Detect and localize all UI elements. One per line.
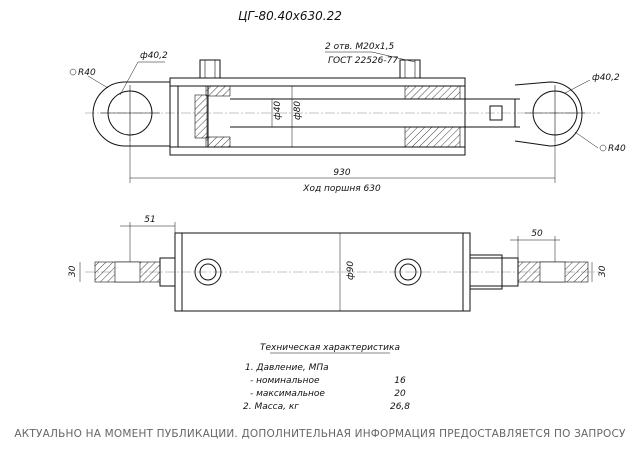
spec-row-value: 26,8 (390, 402, 410, 412)
piston-rod (464, 98, 516, 128)
bore-dia-label: ф80 (293, 101, 303, 120)
dim-left-label: 51 (144, 215, 155, 225)
right-eye-radius-label: R40 (608, 144, 626, 154)
specs-heading: Техническая характеристика (260, 343, 400, 353)
spec-row-label: 2. Масса, кг (243, 402, 299, 412)
port-note-2: ГОСТ 22526-77 (328, 56, 398, 66)
drawing-title: ЦГ-80.40х630.22 (238, 9, 342, 23)
specs-table: Техническая характеристика 1. Давление, … (243, 343, 410, 412)
dim-right-label: 50 (531, 229, 543, 239)
spec-row-label: - номинальное (250, 376, 320, 386)
top-view: ф40,2 R40 ф40,2 R40 2 отв. М20х1,5 ГОСТ … (69, 42, 626, 194)
cylinder-body (169, 59, 520, 156)
right-eye (514, 81, 585, 147)
width-left-label: 30 (68, 265, 78, 277)
spec-row-label: - максимальное (250, 389, 325, 399)
spec-row-value: 20 (394, 389, 406, 399)
spec-row-value: 16 (394, 376, 406, 386)
left-eye-radius-label: R40 (78, 68, 96, 78)
left-eye-dia-label: ф40,2 (140, 51, 168, 61)
stroke-label: Ход поршня 630 (302, 184, 381, 194)
spec-row-label: 1. Давление, МПа (245, 363, 329, 373)
rod-dia-label: ф40 (273, 101, 283, 120)
bottom-view: 51 50 30 30 ф90 (68, 215, 608, 312)
left-eye (92, 81, 170, 147)
width-right-label: 30 (598, 265, 608, 277)
port-note-1: 2 отв. М20х1,5 (325, 42, 394, 52)
total-length-label: 930 (333, 168, 350, 178)
footer-notice: АКТУАЛЬНО НА МОМЕНТ ПУБЛИКАЦИИ. ДОПОЛНИТ… (14, 428, 626, 440)
right-eye-dia-label: ф40,2 (592, 73, 620, 83)
body-dia-label: ф90 (346, 261, 356, 280)
